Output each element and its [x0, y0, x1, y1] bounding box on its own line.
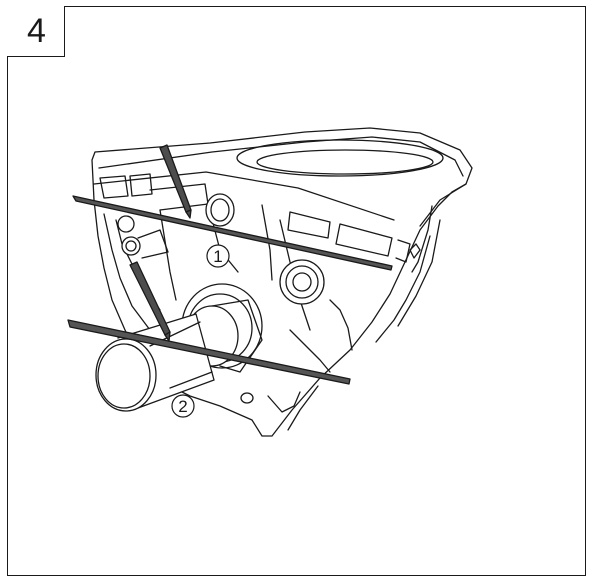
side-connector [279, 259, 325, 305]
level-bar-upper [72, 195, 393, 271]
step-number-box [7, 6, 65, 57]
inlet-pipe [117, 193, 235, 259]
callout-2-label: 2 [178, 397, 187, 416]
pencil-upper [159, 144, 192, 219]
callout-1-label: 1 [213, 247, 222, 266]
pencil-lower [129, 261, 171, 342]
step-number: 4 [27, 12, 46, 50]
wall-hung-toilet-illustration: 1 2 [67, 127, 473, 437]
callout-1: 1 [206, 244, 230, 268]
level-bar-lower [67, 319, 351, 385]
callout-2: 2 [171, 394, 195, 418]
